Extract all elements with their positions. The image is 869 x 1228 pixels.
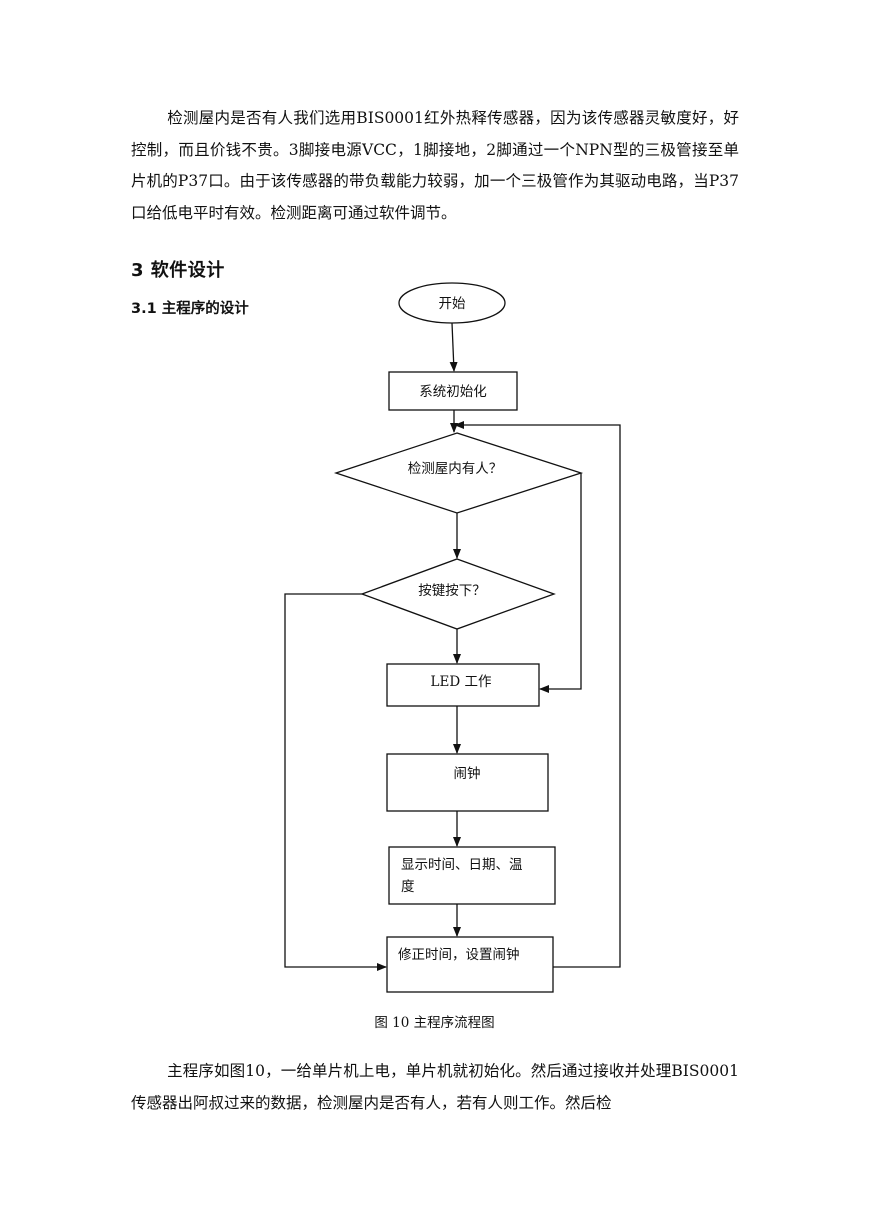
init-node	[388, 371, 518, 411]
init-label: 系统初始化	[419, 383, 487, 400]
led-label: LED 工作	[431, 674, 492, 690]
modify-label: 修正时间，设置闹钟	[398, 946, 520, 963]
figure-caption: 图 10 主程序流程图	[374, 1015, 495, 1031]
edge-loop-back	[454, 421, 621, 968]
edge-key-modify	[284, 593, 387, 971]
modify-node	[386, 936, 554, 993]
start-label: 开始	[439, 296, 466, 312]
subsection-heading: 3.1 主程序的设计	[131, 301, 249, 317]
body-paragraph-text: 主程序如图10，一给单片机上电，单片机就初始化。然后通过接收并处理BIS0001…	[131, 1062, 739, 1112]
display-label-line1: 显示时间、日期、温	[401, 857, 523, 873]
alarm-label: 闹钟	[454, 765, 481, 782]
section-heading: 3 软件设计	[131, 260, 225, 281]
intro-paragraph: 检测屋内是否有人我们选用BIS0001红外热释传感器，因为该传感器灵敏度好，好控…	[131, 103, 739, 229]
key-label: 按键按下？	[418, 583, 486, 599]
intro-paragraph-text: 检测屋内是否有人我们选用BIS0001红外热释传感器，因为该传感器灵敏度好，好控…	[131, 109, 739, 222]
display-label-line2: 度	[401, 879, 415, 895]
body-paragraph: 主程序如图10，一给单片机上电，单片机就初始化。然后通过接收并处理BIS0001…	[131, 1056, 739, 1119]
detect-label: 检测屋内有人？	[408, 461, 503, 477]
edge-detect-led	[539, 473, 582, 693]
edge-start-init	[449, 322, 458, 372]
alarm-node	[386, 753, 549, 812]
display-node	[388, 846, 556, 905]
